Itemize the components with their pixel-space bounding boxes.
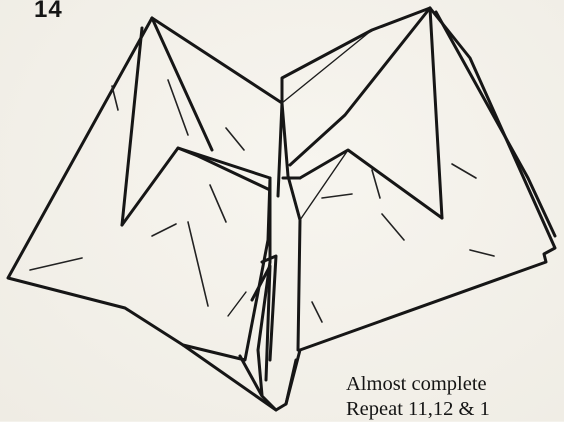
caption-line-1: Almost complete [346,372,564,397]
detail-line-1 [282,30,372,103]
detail-line-3 [228,292,246,316]
caption-line-2: Repeat 11,12 & 1 [346,397,564,422]
crease-left-6 [210,185,226,222]
crease-right-2 [372,170,380,198]
right-flap-inner-line [290,8,430,165]
right-flap-lower-edge [300,150,442,218]
left-flap-outline [8,18,276,410]
crease-right-1 [322,194,352,198]
right-flap-ridge [430,8,442,218]
crease-left-5 [188,222,208,306]
left-diamond-top-fold [178,148,270,190]
center-column-right [282,103,300,350]
crease-left-7 [226,128,244,150]
step-caption: Almost complete Repeat 11,12 & 1 [346,372,564,422]
right-flap-back-layer [436,12,555,236]
crease-right-4 [470,250,494,256]
crease-left-1 [30,258,82,270]
crease-right-3 [382,214,404,240]
crease-right-6 [312,302,322,322]
right-flap-outline [282,8,430,103]
left-flap-top-edge [152,18,282,196]
left-flap-ridge [122,28,142,225]
crease-left-4 [152,224,176,236]
detail-line-2 [300,150,348,220]
crease-right-5 [452,164,476,178]
crease-left-2 [112,86,118,110]
